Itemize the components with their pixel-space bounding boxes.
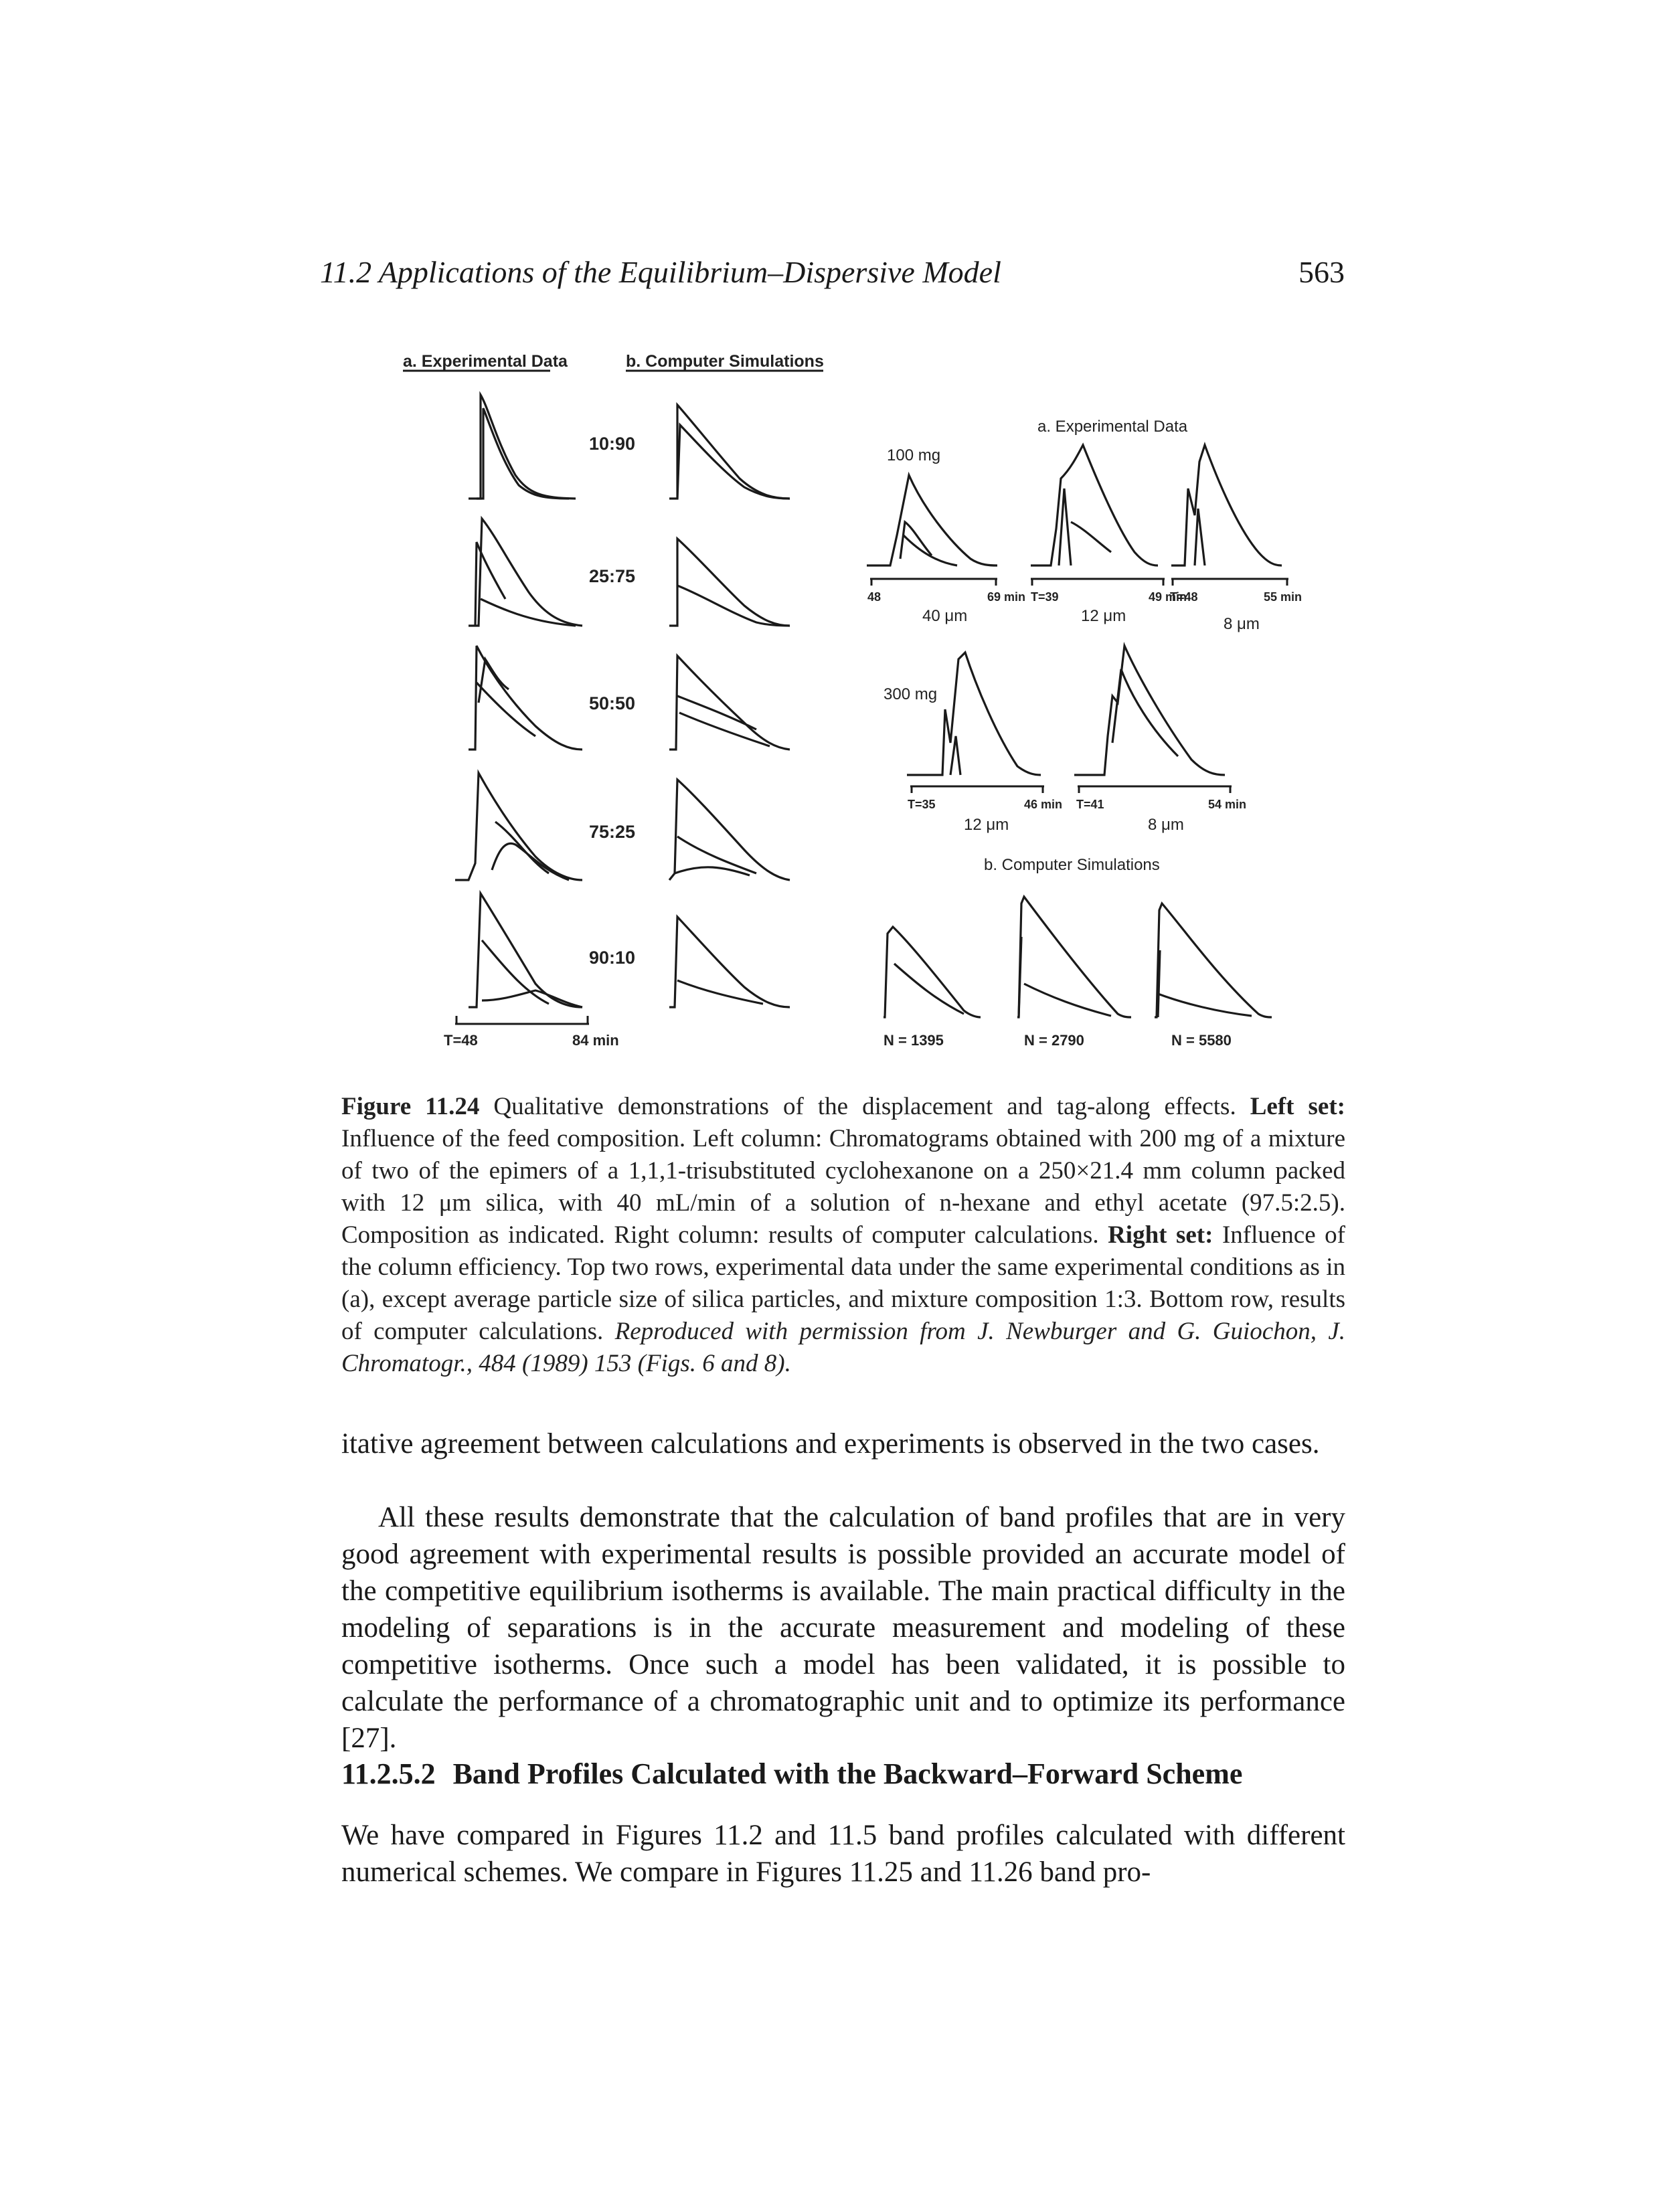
chromatogram-row3-n2790 (1017, 894, 1132, 1019)
caption-right-set-label: Right set: (1108, 1221, 1213, 1249)
figure-caption: Figure 11.24 Qualitative demonstrations … (341, 1091, 1345, 1380)
row1-p1-start: 48 (867, 590, 881, 604)
chromatogram-row1-40um (867, 471, 998, 567)
running-head: 11.2 Applications of the Equilibrium–Dis… (320, 255, 1001, 289)
row2-p2-start: T=41 (1076, 798, 1104, 811)
row1-p1-particle: 40 μm (922, 607, 967, 625)
chromatogram-row2-12um (907, 650, 1041, 776)
chromatogram-row2-8um (1074, 642, 1226, 776)
chromatogram-sim-75-25 (668, 777, 790, 881)
right-set: a. Experimental Data 100 mg 48 69 min 40… (867, 418, 1302, 1049)
chromatogram-exp-25-75 (469, 515, 583, 627)
left-time-axis: T=48 84 min (444, 1016, 619, 1049)
left-heading-a: a. Experimental Data (403, 352, 568, 371)
paragraph-comparison: We have compared in Figures 11.2 and 11.… (341, 1820, 1345, 1888)
caption-left-set-text: Influence of the feed composition. Left … (341, 1125, 1345, 1249)
paragraph-continuation: itative agreement between calculations a… (341, 1428, 1320, 1460)
row3-plate-2: N = 2790 (1024, 1032, 1084, 1049)
row2-p2-particle: 8 μm (1148, 816, 1184, 834)
chromatogram-row1-12um (1031, 442, 1159, 567)
row1-p2-start: T=39 (1031, 590, 1059, 604)
chromatogram-row3-n1395 (884, 925, 981, 1019)
row1-p2-particle: 12 μm (1081, 607, 1126, 625)
row2-p1-particle: 12 μm (964, 816, 1009, 834)
chromatogram-exp-90-10 (469, 889, 583, 1009)
row1-p3-start: T=48 (1170, 590, 1198, 604)
chromatogram-exp-75-25 (455, 769, 583, 881)
left-set: a. Experimental Data b. Computer Simulat… (403, 352, 824, 1049)
chromatogram-row3-n5580 (1155, 901, 1272, 1019)
caption-right-set-text: Influence of the column efficiency. Top … (341, 1221, 1345, 1345)
caption-label: Figure 11.24 (341, 1093, 480, 1120)
left-axis-start: T=48 (444, 1032, 478, 1049)
row2-p2-end: 54 min (1208, 798, 1246, 811)
left-axis-end: 84 min (572, 1032, 619, 1049)
right-row2-load: 300 mg (884, 685, 937, 703)
row1-p3-end: 55 min (1264, 590, 1302, 604)
section-number: 11.2.5.2 (341, 1757, 436, 1790)
page-number: 563 (1298, 255, 1345, 289)
right-heading-b: b. Computer Simulations (984, 856, 1160, 874)
caption-intro: Qualitative demonstrations of the displa… (479, 1093, 1250, 1120)
chromatogram-exp-50-50 (469, 645, 583, 751)
row1-p2-end: 49 min (1149, 590, 1187, 604)
row3-plate-3: N = 5580 (1171, 1032, 1232, 1049)
composition-label-5: 90:10 (589, 948, 635, 968)
row1-p1-end: 69 min (987, 590, 1025, 604)
section-title: Band Profiles Calculated with the Backwa… (452, 1757, 1243, 1790)
right-row1-load: 100 mg (887, 446, 940, 464)
right-heading-a: a. Experimental Data (1037, 418, 1188, 436)
chromatogram-exp-10-90 (469, 391, 576, 500)
row2-p1-start: T=35 (908, 798, 936, 811)
caption-left-set-label: Left set: (1250, 1093, 1345, 1120)
composition-label-4: 75:25 (589, 822, 635, 842)
chromatogram-sim-50-50 (669, 653, 790, 751)
caption-source: Reproduced with permission from J. Newbu… (341, 1318, 1345, 1377)
paragraph-results: All these results demonstrate that the c… (341, 1502, 1345, 1754)
composition-label-3: 50:50 (589, 693, 635, 713)
left-heading-b: b. Computer Simulations (626, 352, 824, 371)
figure-11-24: a. Experimental Data b. Computer Simulat… (403, 352, 1302, 1049)
chromatogram-sim-90-10 (669, 914, 790, 1009)
chromatogram-row1-8um (1171, 442, 1282, 567)
composition-label-1: 10:90 (589, 434, 635, 454)
row1-p3-particle: 8 μm (1224, 615, 1260, 633)
chromatogram-sim-25-75 (669, 536, 790, 627)
row3-plate-1: N = 1395 (884, 1032, 944, 1049)
composition-label-2: 25:75 (589, 566, 635, 586)
section-heading: 11.2.5.2 Band Profiles Calculated with th… (341, 1757, 1242, 1791)
chromatogram-sim-10-90 (669, 402, 790, 500)
row2-p1-end: 46 min (1024, 798, 1062, 811)
